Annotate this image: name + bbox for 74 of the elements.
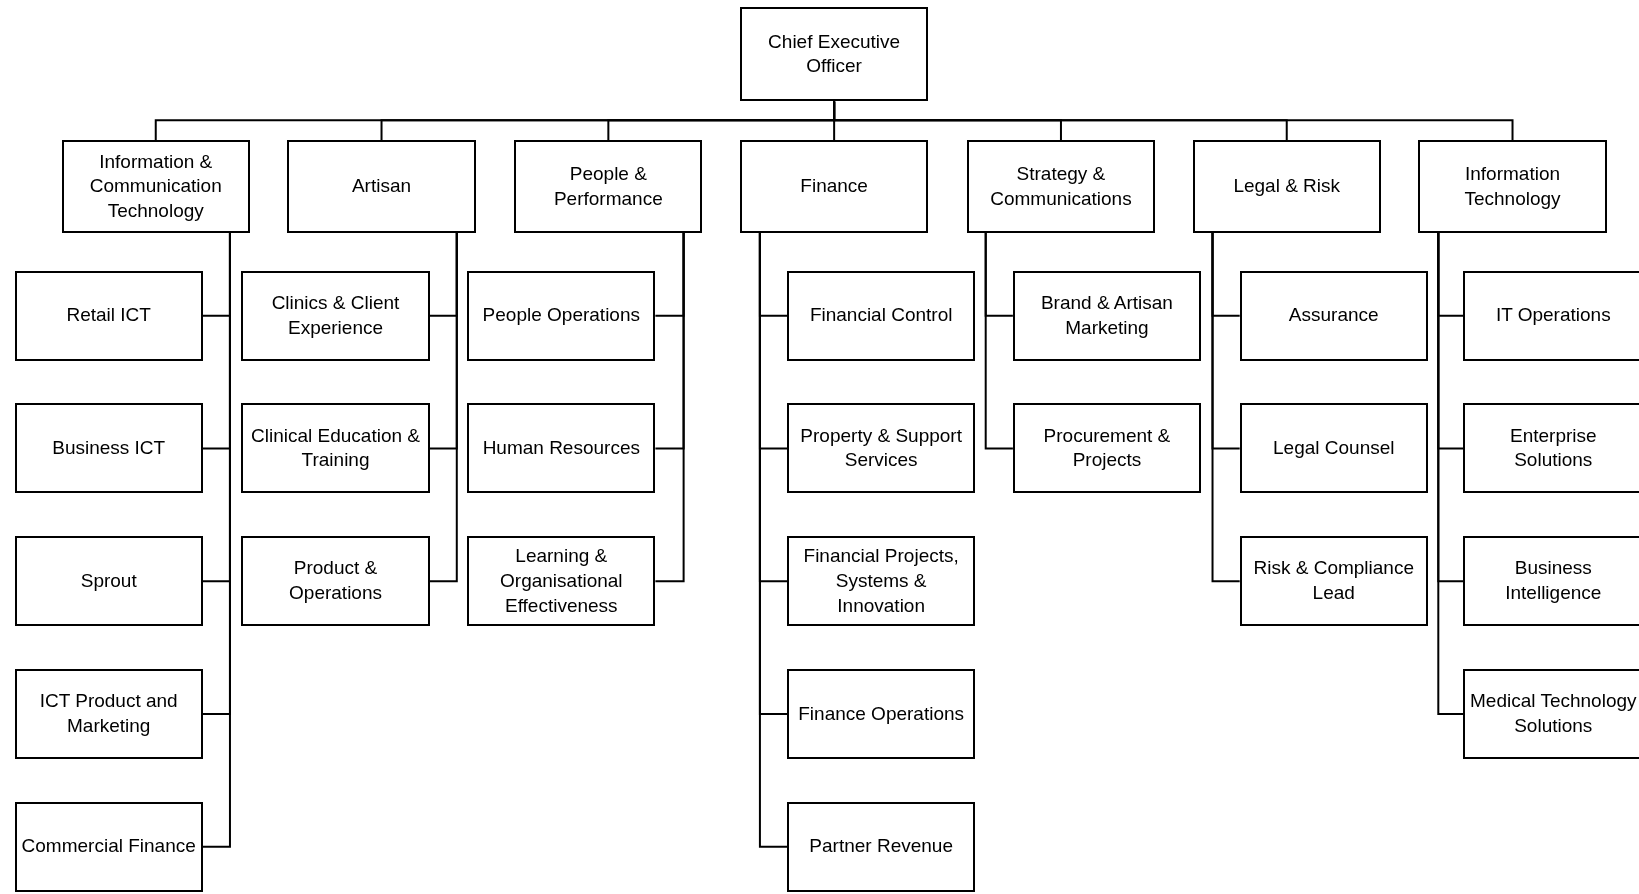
org-unit-box bbox=[787, 668, 976, 759]
unit-name: Strategy & Communications bbox=[989, 161, 1133, 211]
org-unit-box bbox=[787, 536, 976, 627]
unit-name: Partner Revenue bbox=[809, 834, 953, 859]
unit-name: Financial Control bbox=[809, 303, 953, 328]
org-unit-box bbox=[1463, 536, 1639, 627]
unit-name: ICT Product and Marketing bbox=[38, 689, 179, 738]
unit-name: Clinics & Client Experience bbox=[270, 290, 401, 340]
unit-name: Business ICT bbox=[52, 436, 166, 461]
unit-name: Product & Operations bbox=[288, 556, 383, 606]
org-unit-box bbox=[241, 403, 430, 494]
unit-name: Brand & Artisan Marketing bbox=[1039, 290, 1174, 340]
unit-name: Learning & Organisational Effectiveness bbox=[499, 544, 624, 618]
unit-name: Legal & Risk bbox=[1233, 174, 1341, 199]
org-unit-box bbox=[467, 403, 656, 494]
org-unit-box bbox=[1012, 403, 1201, 494]
org-unit-box bbox=[1239, 403, 1428, 494]
unit-name: Finance Operations bbox=[798, 701, 965, 726]
connector-line bbox=[201, 232, 231, 848]
org-unit-box bbox=[14, 270, 203, 361]
org-unit-box bbox=[14, 668, 203, 759]
unit-name: Sprout bbox=[80, 568, 137, 593]
unit-name: Legal Counsel bbox=[1273, 436, 1395, 461]
org-unit-box bbox=[514, 140, 703, 234]
unit-name: IT Operations bbox=[1495, 303, 1611, 328]
org-unit-box bbox=[1463, 403, 1639, 494]
org-unit-box bbox=[1239, 536, 1428, 627]
unit-name: Enterprise Solutions bbox=[1508, 423, 1598, 473]
org-unit-box bbox=[740, 7, 929, 102]
org-unit-box bbox=[787, 801, 976, 892]
org-unit-box bbox=[787, 270, 976, 361]
connector-line bbox=[833, 100, 1514, 142]
org-unit-box bbox=[740, 140, 929, 234]
unit-name: Business Intelligence bbox=[1504, 556, 1603, 606]
unit-name: Commercial Finance bbox=[21, 834, 196, 859]
org-unit-box bbox=[1463, 270, 1639, 361]
unit-name: Property & Support Services bbox=[799, 423, 963, 473]
unit-name: Finance bbox=[800, 174, 868, 199]
unit-name: Financial Projects, Systems & Innovation bbox=[802, 544, 960, 618]
connector-line bbox=[1437, 232, 1465, 715]
org-unit-box bbox=[467, 270, 656, 361]
unit-name: Procurement & Projects bbox=[1042, 423, 1172, 473]
unit-name: Information & Communication Technology bbox=[88, 149, 223, 223]
org-unit-box bbox=[1012, 270, 1201, 361]
connector-line bbox=[654, 232, 685, 583]
org-unit-box bbox=[1418, 140, 1607, 234]
org-unit-box bbox=[241, 536, 430, 627]
unit-name: Retail ICT bbox=[66, 303, 151, 328]
unit-name: People Operations bbox=[482, 303, 640, 328]
org-unit-box bbox=[966, 140, 1155, 234]
org-unit-box bbox=[1192, 140, 1381, 234]
org-unit-box bbox=[1239, 270, 1428, 361]
org-unit-box bbox=[467, 536, 656, 627]
org-unit-box bbox=[287, 140, 476, 234]
org-unit-box bbox=[787, 403, 976, 494]
connector-line bbox=[758, 232, 789, 848]
org-unit-box bbox=[1463, 668, 1639, 759]
unit-name: Risk & Compliance Lead bbox=[1252, 556, 1415, 606]
org-unit-box bbox=[241, 270, 430, 361]
unit-name: Clinical Education & Training bbox=[250, 423, 421, 473]
unit-name: Artisan bbox=[351, 174, 412, 199]
connector-line bbox=[984, 232, 1014, 450]
unit-name: Medical Technology Solutions bbox=[1469, 689, 1638, 738]
unit-name: Chief Executive Officer bbox=[767, 29, 902, 79]
connector-line bbox=[1211, 232, 1241, 583]
unit-name: Assurance bbox=[1288, 303, 1379, 328]
org-unit-box bbox=[14, 403, 203, 494]
unit-name: Human Resources bbox=[482, 436, 640, 461]
org-unit-box bbox=[14, 801, 203, 892]
unit-name: Information Technology bbox=[1463, 161, 1562, 211]
org-unit-box bbox=[61, 140, 250, 234]
connector-line bbox=[428, 232, 458, 583]
unit-name: People & Performance bbox=[552, 161, 664, 211]
org-unit-box bbox=[14, 536, 203, 627]
